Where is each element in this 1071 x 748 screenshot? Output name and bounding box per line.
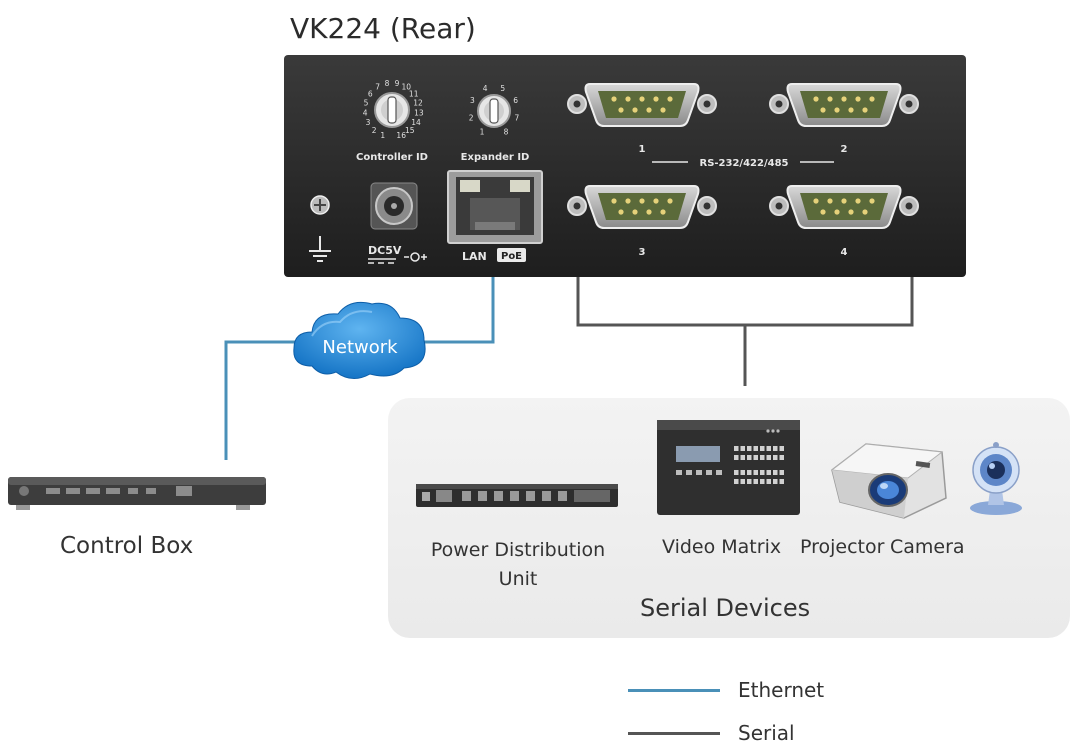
dial-number: 5 — [364, 98, 369, 107]
device-label-camera: Camera — [890, 536, 965, 558]
matrix-button — [760, 455, 765, 460]
device-label-power-distribution-unit: Power Distribution Unit — [430, 539, 606, 590]
serial-devices-label: Serial Devices — [640, 594, 811, 622]
dc-polarity-icon — [368, 252, 427, 264]
matrix-button — [773, 446, 778, 451]
dial-number: 16 — [396, 131, 406, 140]
dc-power-jack-icon[interactable] — [370, 182, 418, 230]
dial-number: 6 — [513, 96, 518, 105]
lan-label: LAN — [462, 250, 487, 263]
matrix-button — [734, 455, 739, 460]
matrix-button — [734, 470, 739, 475]
poe-badge — [497, 248, 526, 262]
port-number: 4 — [841, 247, 848, 258]
matrix-button — [747, 470, 752, 475]
serial-group-label: RS-232/422/485 — [700, 158, 789, 169]
expander-id-dial[interactable]: 12 34 56 78 — [469, 84, 520, 136]
matrix-button — [740, 479, 745, 484]
matrix-button — [779, 455, 784, 460]
port-number: 2 — [841, 144, 848, 155]
legend-swatch-ethernet — [628, 688, 720, 692]
control-box-device — [8, 477, 266, 510]
dial-number: 7 — [375, 83, 380, 92]
serial-line — [576, 268, 914, 386]
ethernet-line — [224, 276, 495, 460]
legend-swatch-serial — [628, 731, 720, 735]
dial-number: 1 — [380, 131, 385, 140]
matrix-button — [753, 479, 758, 484]
dial-number: 4 — [483, 84, 488, 93]
dial-number: 2 — [469, 114, 474, 123]
device-label-projector: Projector — [800, 536, 885, 558]
expander-id-label: Expander ID — [461, 152, 530, 163]
matrix-button — [760, 470, 765, 475]
matrix-button — [766, 479, 771, 484]
matrix-button — [747, 446, 752, 451]
dial-number: 9 — [395, 79, 400, 88]
rj45-port-icon[interactable] — [447, 170, 543, 244]
matrix-button — [740, 470, 745, 475]
network-cloud-icon — [293, 301, 426, 379]
page-title: VK224 (Rear) — [290, 12, 476, 45]
camera-icon — [970, 442, 1022, 515]
matrix-button — [753, 455, 758, 460]
dc-label: DC5V — [368, 244, 402, 257]
dial-number: 8 — [385, 79, 390, 88]
legend-item-serial: Serial — [628, 718, 795, 748]
matrix-button — [766, 455, 771, 460]
dial-number: 3 — [470, 96, 475, 105]
matrix-button — [753, 446, 758, 451]
dial-number: 3 — [366, 118, 371, 127]
matrix-button — [753, 470, 758, 475]
matrix-button — [773, 455, 778, 460]
port-number: 1 — [639, 144, 646, 155]
dial-number: 11 — [409, 89, 419, 98]
control-box-label: Control Box — [60, 533, 194, 559]
dial-number: 8 — [504, 127, 509, 136]
legend-item-ethernet: Ethernet — [628, 675, 824, 705]
matrix-button — [740, 446, 745, 451]
matrix-button — [766, 446, 771, 451]
dial-number: 6 — [368, 89, 373, 98]
dial-number: 2 — [372, 126, 377, 135]
matrix-button — [766, 470, 771, 475]
dial-number: 12 — [413, 98, 423, 107]
matrix-button — [760, 479, 765, 484]
dial-number: 10 — [402, 83, 412, 92]
matrix-button — [779, 470, 784, 475]
dial-number: 4 — [363, 108, 368, 117]
device-label-video-matrix: Video Matrix — [662, 536, 782, 558]
matrix-button — [747, 479, 752, 484]
video-matrix-icon — [657, 420, 800, 515]
dial-number: 14 — [411, 118, 421, 127]
dial-number: 5 — [500, 84, 505, 93]
network-label: Network — [322, 337, 398, 358]
matrix-button — [773, 470, 778, 475]
legend-label: Ethernet — [738, 678, 825, 702]
poe-label: PoE — [501, 251, 522, 262]
dial-number: 15 — [405, 126, 415, 135]
legend-label: Serial — [738, 721, 795, 745]
matrix-button — [779, 446, 784, 451]
matrix-button — [747, 455, 752, 460]
projector-icon — [830, 443, 947, 519]
matrix-button — [734, 479, 739, 484]
port-number: 3 — [639, 247, 646, 258]
matrix-button — [760, 446, 765, 451]
dial-number: 1 — [480, 127, 485, 136]
matrix-button — [773, 479, 778, 484]
dial-number: 7 — [515, 114, 520, 123]
matrix-button — [779, 479, 784, 484]
matrix-button — [740, 455, 745, 460]
controller-id-label: Controller ID — [356, 152, 428, 163]
matrix-button — [734, 446, 739, 451]
power-distribution-unit-icon — [416, 484, 618, 507]
ground-icon — [309, 195, 331, 262]
dial-number: 13 — [414, 108, 424, 117]
